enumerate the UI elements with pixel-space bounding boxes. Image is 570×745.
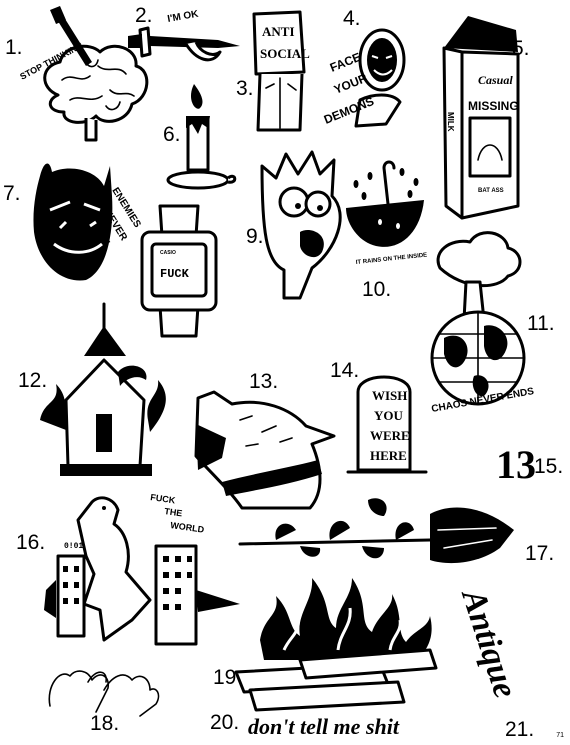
label-14: 14.: [330, 359, 360, 382]
burning-books-drawing: [234, 578, 438, 712]
label-17: 17.: [525, 542, 555, 565]
watch-brand-text: CASIO: [160, 250, 176, 256]
fuck-text: FUCK: [150, 492, 177, 505]
label-21: 21.: [505, 718, 535, 741]
here-text: HERE: [370, 448, 407, 463]
bat-ass-text: BAT ASS: [478, 188, 504, 194]
burning-church-drawing: [40, 302, 166, 476]
thirteen-text: 13: [496, 442, 536, 487]
you-text: YOU: [374, 408, 404, 423]
label-15: 15.: [534, 455, 564, 478]
pinky-promise-drawing: [48, 670, 160, 717]
rose-stem-drawing: [238, 498, 514, 564]
label-4: 4.: [343, 7, 361, 30]
label-2: 2.: [135, 4, 153, 27]
milk-text: MILK: [446, 112, 455, 132]
label-20: 20.: [210, 711, 240, 734]
good-boy-dog-drawing: GOOD BOY: [194, 390, 336, 510]
candle-drawing: [166, 84, 237, 190]
chaos-globe-drawing: CHAOS NEVER ENDS: [430, 231, 535, 415]
label-1: 1.: [5, 36, 23, 59]
face-your-demons-drawing: FACE YOUR DEMONS: [322, 28, 406, 128]
milk-carton-drawing: Casual MISSING MILK BAT ASS: [442, 16, 520, 220]
label-18: 18.: [90, 712, 120, 735]
label-10: 10.: [362, 278, 392, 301]
casual-text: Casual: [478, 73, 513, 87]
dont-tell-me-text: don't tell me shit: [248, 714, 400, 739]
demon-mask-drawing: ENEMIES NEVER DIE: [33, 163, 143, 281]
label-16: 16.: [16, 531, 46, 554]
label-11: 11.: [527, 312, 555, 335]
anti-text: ANTI: [262, 24, 295, 39]
label-12: 12.: [18, 369, 48, 392]
were-text: WERE: [370, 428, 410, 443]
label-7: 7.: [3, 182, 21, 205]
label-9: 9.: [246, 225, 264, 248]
tombstone-drawing: WISH YOU WERE HERE: [346, 375, 428, 474]
social-text: SOCIAL: [260, 46, 310, 61]
missing-text: MISSING: [468, 99, 519, 113]
godzilla-city-drawing: 0!01 FUCK THE WORLD: [44, 492, 240, 646]
dagger-im-ok-drawing: I'M OK: [128, 9, 240, 62]
label-6: 6.: [163, 123, 181, 146]
rains-inside-text: IT RAINS ON THE INSIDE: [356, 253, 428, 266]
brain-knife-drawing: STOP THINKING: [18, 6, 149, 142]
the-text: THE: [164, 506, 183, 518]
wish-text: WISH: [372, 388, 407, 403]
watch-drawing: FUCK CASIO: [140, 204, 218, 338]
label-13: 13.: [249, 370, 279, 393]
bart-drawing: [260, 150, 342, 300]
antique-text: Antique: [454, 583, 524, 702]
page-number: 71: [556, 732, 564, 739]
your-text: YOUR: [332, 71, 370, 97]
im-ok-text: I'M OK: [167, 9, 200, 25]
face-text: FACE: [328, 50, 363, 75]
umbrella-drawing: IT RAINS ON THE INSIDE: [346, 160, 428, 266]
world-text: WORLD: [170, 520, 206, 535]
label-3: 3.: [236, 77, 254, 100]
label-19: 19: [213, 666, 237, 689]
anti-social-drawing: ANTI SOCIAL: [252, 10, 310, 132]
watch-display-text: FUCK: [160, 267, 190, 281]
bubble-text: 0!01: [64, 542, 83, 551]
